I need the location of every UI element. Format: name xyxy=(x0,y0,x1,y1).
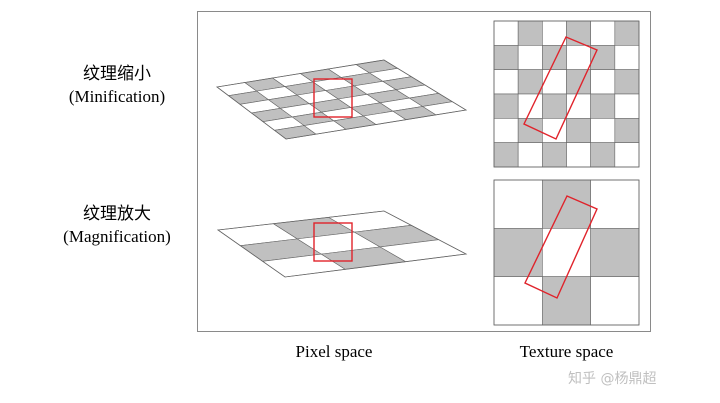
minification-texture-cell xyxy=(493,45,519,70)
minification-texture-cell xyxy=(542,45,567,70)
magnification-label-en: (Magnification) xyxy=(63,227,171,246)
minification-pixel-plane xyxy=(216,59,468,140)
minification-plane-outline xyxy=(216,59,468,140)
magnification-texture-cell xyxy=(493,276,543,326)
minification-texture-cell xyxy=(493,20,519,46)
minification-label-zh: 纹理缩小 xyxy=(83,64,151,84)
minification-texture-border xyxy=(493,20,640,168)
minification-texture-cell xyxy=(493,142,519,168)
magnification-label: 纹理放大 (Magnification) xyxy=(52,203,182,249)
magnification-texture-cell xyxy=(542,228,591,277)
magnification-texture-grid xyxy=(493,179,640,326)
magnification-texture-cell xyxy=(493,179,543,229)
minification-texture-cell xyxy=(493,69,519,95)
minification-texture-cell xyxy=(614,20,640,46)
magnification-texture-cell xyxy=(542,179,591,229)
minification-texture-cell xyxy=(566,45,591,70)
minification-texture-cell xyxy=(590,118,616,143)
minification-texture-cell xyxy=(493,93,519,119)
minification-texture-cell xyxy=(614,118,640,143)
magnification-texture-cell xyxy=(590,179,640,229)
minification-label: 纹理缩小 (Minification) xyxy=(52,63,182,109)
minification-texture-cell xyxy=(493,118,519,143)
minification-texture-cell xyxy=(517,93,543,119)
magnification-texture-cell xyxy=(493,228,543,277)
watermark: 知乎 @杨鼎超 xyxy=(568,371,657,387)
magnification-texture-cell xyxy=(590,276,640,326)
magnification-texture-border xyxy=(493,179,640,326)
magnification-label-zh: 纹理放大 xyxy=(83,204,151,224)
minification-label-en: (Minification) xyxy=(68,87,166,106)
diagram-frame xyxy=(197,11,651,332)
minification-texture-cell xyxy=(590,20,616,46)
minification-texture-cell xyxy=(542,20,567,46)
minification-texture-footprint xyxy=(523,36,598,140)
minification-texture-cell xyxy=(542,69,567,95)
minification-texture-cell xyxy=(517,69,543,95)
footprints xyxy=(313,36,598,299)
magnification-texture-cell xyxy=(590,228,640,277)
minification-texture-cell xyxy=(542,142,567,168)
texture-space-caption: Texture space xyxy=(519,342,614,361)
minification-texture-cell xyxy=(566,118,591,143)
minification-texture-cell xyxy=(614,69,640,95)
minification-texture-cell xyxy=(590,69,616,95)
minification-texture-cell xyxy=(566,93,591,119)
minification-pixel-footprint xyxy=(313,78,353,118)
minification-texture-cell xyxy=(566,142,591,168)
minification-texture-cell xyxy=(590,93,616,119)
minification-texture-cell xyxy=(542,93,567,119)
magnification-plane-outline xyxy=(216,210,468,278)
minification-texture-cell xyxy=(614,45,640,70)
minification-texture-cell xyxy=(517,45,543,70)
minification-texture-cell xyxy=(614,93,640,119)
minification-texture-cell xyxy=(614,142,640,168)
minification-texture-cell xyxy=(517,142,543,168)
minification-texture-cell xyxy=(590,142,616,168)
magnification-texture-footprint xyxy=(524,195,598,299)
magnification-pixel-footprint xyxy=(313,222,353,262)
minification-texture-cell xyxy=(517,20,543,46)
magnification-pixel-plane xyxy=(216,210,468,278)
minification-texture-grid xyxy=(493,20,640,168)
magnification-texture-cell xyxy=(542,276,591,326)
pixel-space-caption: Pixel space xyxy=(295,342,373,361)
